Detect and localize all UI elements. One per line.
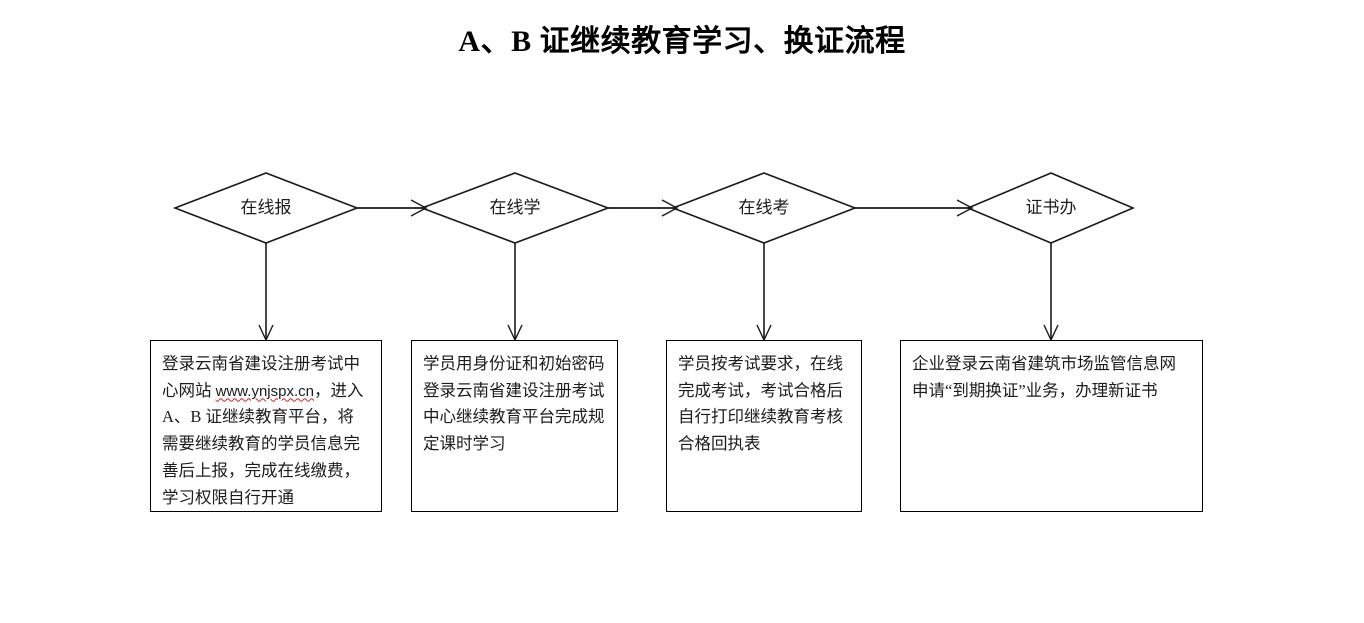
step-box-2-text: 学员用身份证和初始密码登录云南省建设注册考试中心继续教育平台完成规定课时学习: [423, 354, 605, 454]
step-box-1-text-after-url: ，进入 A、B 证继续教育平台，将需要继续教育的学员信息完善后上报，完成在线缴费…: [162, 380, 364, 507]
diamond-node-4[interactable]: [965, 172, 1136, 244]
diamond-node-3-label: 在线考: [738, 198, 790, 217]
page-title: A、B 证继续教育学习、换证流程: [458, 25, 906, 58]
arrowhead-1-2: [410, 199, 428, 217]
step-box-1[interactable]: 登录云南省建设注册考试中心网站 www.ynjspx.cn，进入 A、B 证继续…: [150, 340, 382, 512]
diamond-node-2-label: 在线学: [489, 198, 541, 217]
step-box-2[interactable]: 学员用身份证和初始密码登录云南省建设注册考试中心继续教育平台完成规定课时学习: [411, 340, 618, 512]
arrowhead-2-3: [661, 199, 679, 217]
website-url-link[interactable]: www.ynjspx.cn: [215, 382, 314, 400]
step-box-1-text-before-url: 登录云南省建设注册考试中心网站: [162, 354, 360, 400]
arrowhead-3-4: [956, 199, 974, 217]
step-box-3-text: 学员按考试要求，在线完成考试，考试合格后自行打印继续教育考核合格回执表: [678, 354, 843, 454]
step-box-4-text: 企业登录云南省建筑市场监管信息网申请“到期换证”业务，办理新证书: [912, 354, 1176, 400]
diamond-node-4-label: 证书办: [1025, 198, 1077, 217]
diamond-node-1-label: 在线报: [240, 198, 292, 217]
step-box-4[interactable]: 企业登录云南省建筑市场监管信息网申请“到期换证”业务，办理新证书: [900, 340, 1203, 512]
step-box-1-text: 登录云南省建设注册考试中心网站 www.ynjspx.cn，进入 A、B 证继续…: [162, 351, 370, 511]
step-box-3[interactable]: 学员按考试要求，在线完成考试，考试合格后自行打印继续教育考核合格回执表: [666, 340, 862, 512]
